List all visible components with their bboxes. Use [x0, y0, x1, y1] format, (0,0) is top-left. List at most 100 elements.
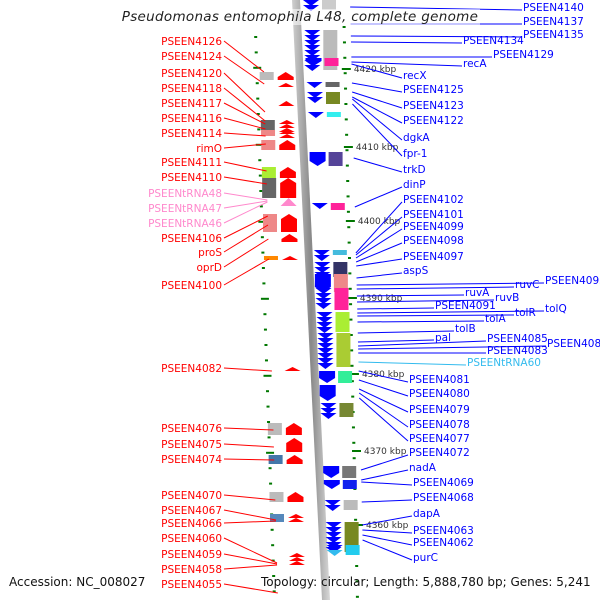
- reverse-gene-arrow: [304, 35, 321, 41]
- gene-label-left: PSEEN4055: [161, 579, 222, 591]
- label-leader-line: [357, 307, 435, 310]
- gene-label-right: PSEEN4122: [403, 115, 464, 127]
- reverse-gene-arrow: [315, 298, 332, 304]
- gene-label-right: fpr-1: [403, 148, 427, 160]
- reverse-gene-arrow: [316, 312, 333, 318]
- gene-label-right: PSEEN4140: [523, 2, 584, 14]
- accession-label: Accession: NC_008027: [9, 575, 146, 589]
- label-leader-line: [361, 481, 413, 486]
- scale-tick-left: [267, 436, 271, 439]
- reverse-gene-arrow: [317, 358, 334, 364]
- label-leader-line: [355, 228, 403, 259]
- scale-tick-right: [354, 518, 358, 521]
- forward-gene-cog-box: [263, 256, 278, 260]
- gene-label-left: PSEEN4066: [161, 518, 222, 530]
- forward-gene-arrow: [281, 256, 298, 260]
- reverse-gene-arrow: [304, 40, 321, 46]
- scale-tick-left: [260, 297, 269, 300]
- gene-label-right: PSEEN4134: [463, 35, 524, 47]
- label-leader-line: [361, 499, 413, 503]
- forward-gene-cog-box: [262, 214, 277, 232]
- gene-label-right: dapA: [413, 508, 441, 520]
- scale-tick-right: [351, 395, 355, 398]
- reverse-gene-cog-box: [330, 203, 345, 210]
- scale-tick-left: [272, 575, 276, 577]
- label-leader-line: [223, 40, 265, 73]
- reverse-gene-cog-box: [342, 466, 357, 478]
- label-leader-line: [357, 314, 515, 317]
- label-leader-line: [358, 340, 487, 347]
- forward-gene-arrow: [287, 518, 304, 522]
- gene-label-right: PSEEN4101: [403, 209, 464, 221]
- gene-label-right: PSEEN4099: [403, 221, 464, 233]
- gene-label-right: PSEEN4098: [403, 235, 464, 247]
- scale-tick-right: [352, 441, 356, 444]
- label-leader-line: [223, 224, 269, 253]
- reverse-gene-arrow: [315, 293, 332, 299]
- scale-tick-major: [343, 146, 353, 148]
- scale-tick-major: [341, 68, 351, 70]
- reverse-gene-arrow: [325, 527, 342, 533]
- gene-label-right: nadA: [409, 462, 437, 474]
- reverse-gene-arrow: [303, 5, 319, 11]
- gene-label-right: ruvB: [495, 292, 519, 304]
- gene-label-right: purC: [413, 552, 438, 564]
- scale-tick-left: [259, 190, 263, 192]
- gene-label-right: PSEEN4081: [409, 374, 470, 386]
- gene-label-right: PSEEN4123: [403, 100, 464, 112]
- gene-label-right: PSEEN4095: [545, 275, 600, 287]
- scale-tick-label: 4400 kbp: [358, 217, 401, 227]
- scale-tick-left: [263, 328, 267, 331]
- scale-tick-right: [349, 318, 353, 321]
- reverse-gene-cog-box: [326, 112, 341, 117]
- label-leader-line: [362, 515, 413, 526]
- label-leader-line: [223, 367, 272, 372]
- scale-tick-right: [348, 272, 352, 275]
- gene-label-left: PSEEN4060: [161, 533, 222, 545]
- forward-gene-arrow: [278, 128, 295, 132]
- label-leader-line: [223, 458, 275, 461]
- gene-label-left: PSEEN4070: [161, 490, 222, 502]
- label-leader-line: [223, 509, 276, 521]
- reverse-gene-arrow: [303, 0, 319, 6]
- gene-label-right: recA: [463, 58, 487, 70]
- label-leader-line: [358, 361, 467, 366]
- reverse-gene-arrow: [317, 338, 334, 344]
- reverse-gene-arrow: [325, 537, 342, 543]
- label-leader-line: [223, 201, 268, 224]
- scale-tick-left: [253, 66, 262, 69]
- forward-gene-arrow: [288, 561, 305, 565]
- label-leader-line: [223, 176, 267, 185]
- gene-label-right: PSEEN4079: [409, 404, 470, 416]
- gene-label-left: PSEENtRNA46: [148, 218, 222, 230]
- gene-label-right: trkD: [403, 164, 426, 176]
- label-leader-line: [357, 330, 455, 334]
- genome-backbone: [292, 0, 330, 600]
- reverse-gene-cog-box: [333, 262, 348, 277]
- scale-tick-label: 4360 kbp: [366, 521, 409, 531]
- label-leader-line: [358, 370, 409, 383]
- gene-label-right: recX: [403, 70, 427, 82]
- label-leader-line: [223, 494, 276, 501]
- reverse-gene-arrow: [317, 343, 334, 349]
- scale-tick-right: [348, 287, 352, 290]
- scale-tick-label: 4420 kbp: [354, 65, 397, 75]
- label-leader-line: [356, 286, 515, 290]
- reverse-gene-arrow: [315, 303, 332, 309]
- reverse-gene-cog-box: [339, 403, 354, 417]
- gene-label-left: PSEEN4082: [161, 363, 222, 375]
- gene-label-right: PSEEN4083: [487, 345, 548, 357]
- label-leader-line: [361, 469, 409, 481]
- label-leader-line: [223, 443, 274, 448]
- reverse-gene-arrow: [320, 403, 337, 409]
- gene-label-right: PSEEN4137: [523, 16, 584, 28]
- reverse-gene-arrow: [304, 65, 321, 71]
- label-leader-line: [223, 192, 268, 201]
- label-leader-line: [355, 216, 403, 256]
- label-leader-line: [223, 238, 269, 268]
- scale-tick-right: [350, 380, 354, 383]
- gene-label-right: PSEEN4129: [493, 49, 554, 61]
- gene-label-left: PSEENtRNA48: [148, 188, 222, 200]
- gene-label-right: ruvC: [515, 279, 540, 291]
- scale-tick-right: [342, 41, 346, 44]
